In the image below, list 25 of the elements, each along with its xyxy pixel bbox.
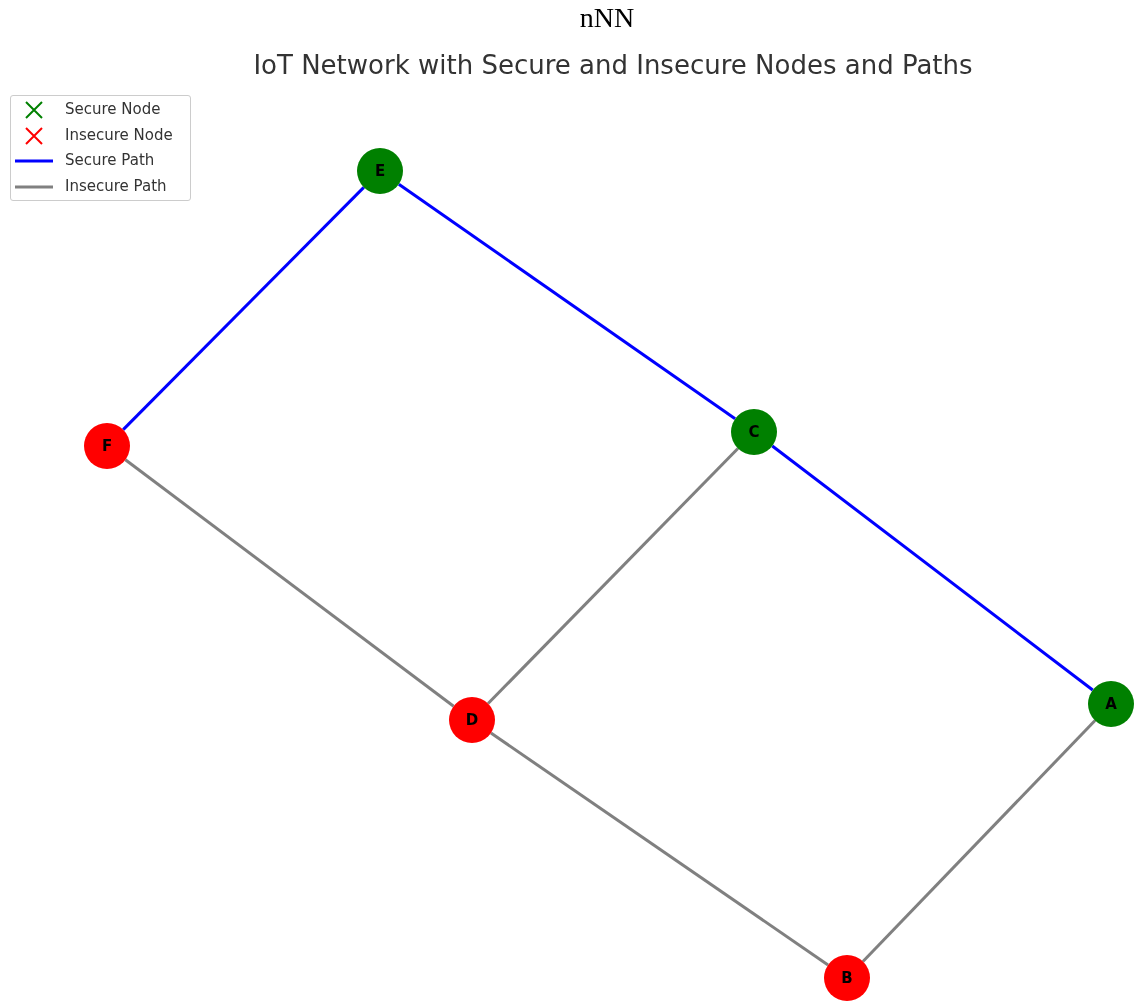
- network-link: [490, 731, 829, 967]
- node-label: C: [748, 423, 760, 441]
- network-node: [84, 423, 130, 469]
- network-link: [124, 458, 455, 708]
- network-node: [824, 955, 870, 1001]
- header-text: nNN: [578, 2, 636, 34]
- network-node: [357, 148, 403, 194]
- chart-title: IoT Network with Secure and Insecure Nodes and Paths: [252, 50, 974, 80]
- network-link: [861, 719, 1097, 963]
- network-node: [731, 409, 777, 455]
- network-node: [1088, 681, 1134, 727]
- legend-label: Secure Path: [65, 151, 155, 169]
- node-label: E: [374, 162, 386, 180]
- network-node: [449, 697, 495, 743]
- legend-label: Secure Node: [65, 100, 161, 118]
- node-label: F: [101, 437, 113, 455]
- network-link: [398, 182, 736, 421]
- network-link: [487, 447, 739, 705]
- legend-label: Insecure Node: [65, 125, 173, 144]
- node-label: D: [465, 711, 479, 729]
- node-label: B: [841, 969, 853, 987]
- network-link: [122, 186, 365, 431]
- node-label: A: [1105, 695, 1117, 713]
- network-link: [771, 444, 1094, 692]
- legend-label: Insecure Path: [65, 176, 167, 195]
